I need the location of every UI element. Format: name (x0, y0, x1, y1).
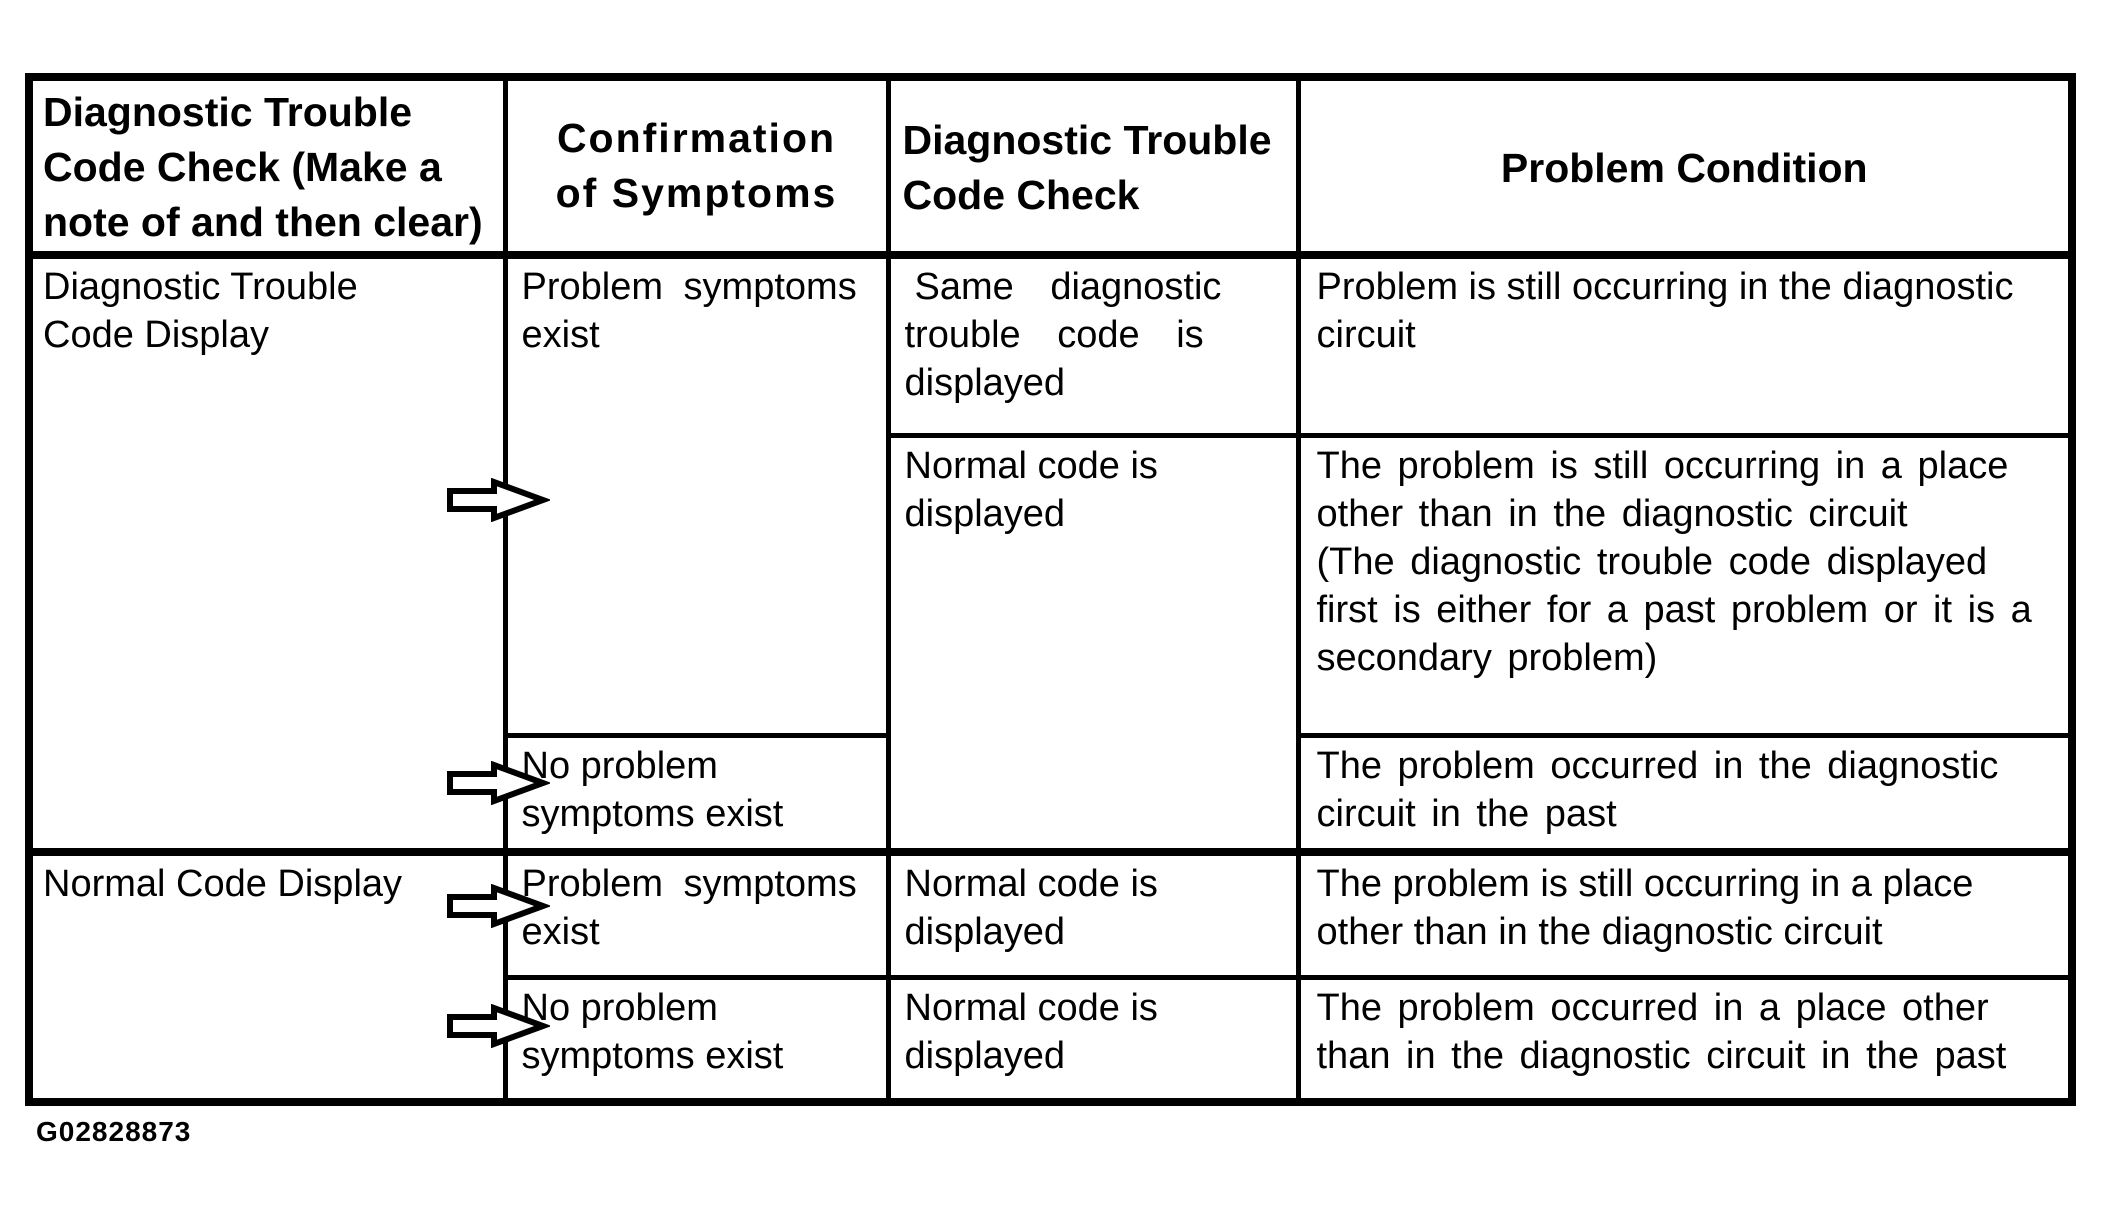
cell-no-problem-symptoms: No problem symptoms exist (502, 974, 891, 1105)
header-confirmation-of-symptoms: Confirmation of Symptoms (502, 74, 891, 259)
cell-same-code-displayed: Same diagnostic trouble code is displaye… (885, 252, 1301, 438)
table-row: Normal code is displayed The problem is … (29, 432, 2075, 855)
table-row: No problem symptoms exist Normal code is… (29, 974, 2075, 1105)
right-arrow-icon (447, 884, 550, 928)
table-row: Normal Code Display Problem symptoms exi… (26, 848, 2075, 1105)
table-row: Diagnostic Trouble Code Display Problem … (26, 252, 2075, 855)
table-header-row: Diagnostic Trouble Code Check (Make a no… (26, 74, 2075, 259)
cell-normal-code-displayed: Normal code is displayed (885, 432, 1301, 855)
right-arrow-icon (447, 478, 550, 522)
header-problem-condition: Problem Condition (1295, 74, 2075, 259)
right-arrow-icon (447, 1004, 550, 1048)
cell-condition-still-other-place: The problem is still occurring in a plac… (1295, 848, 2075, 980)
header-dtc-check: Diagnostic Trouble Code Check (885, 74, 1301, 259)
cell-normal-code-display: Normal Code Display (26, 848, 508, 1105)
table-row: No problem symptoms exist The problem oc… (29, 732, 2075, 855)
cell-dtc-display: Diagnostic Trouble Code Display (26, 252, 508, 855)
right-arrow-icon (447, 761, 550, 805)
cell-no-problem-symptoms: No problem symptoms exist (502, 732, 891, 855)
header-dtc-check-clear: Diagnostic Trouble Code Check (Make a no… (26, 74, 508, 259)
figure-number: G02828873 (36, 1116, 192, 1147)
cell-problem-symptoms-exist: Problem symptoms exist (502, 252, 891, 738)
cell-condition-still-in-circuit: Problem is still occurring in the diagno… (1295, 252, 2075, 438)
cell-problem-symptoms-exist: Problem symptoms exist (502, 848, 891, 980)
cell-normal-code-displayed: Normal code is displayed (885, 974, 1301, 1105)
cell-condition-other-place-note: The problem is still occurring in a plac… (1295, 432, 2075, 738)
cell-condition-occurred-past: The problem occurred in the diagnostic c… (1295, 732, 2075, 855)
cell-condition-occurred-other-place-past: The problem occurred in a place other th… (1295, 974, 2075, 1105)
dtc-check-table: Diagnostic Trouble Code Check (Make a no… (25, 73, 2076, 1106)
cell-normal-code-displayed: Normal code is displayed (885, 848, 1301, 980)
